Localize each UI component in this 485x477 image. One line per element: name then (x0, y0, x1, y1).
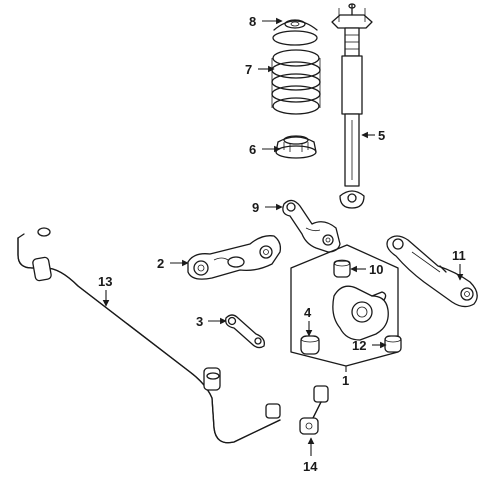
callout-8: 8 (249, 14, 256, 29)
lower-spring-seat (275, 135, 317, 159)
callout-6: 6 (249, 142, 256, 157)
knuckle (332, 285, 389, 341)
upper-spring-seat (272, 19, 318, 46)
callout-5: 5 (378, 128, 385, 143)
callout-10: 10 (369, 262, 383, 277)
coil-spring (271, 49, 321, 115)
leader-lines (102, 17, 464, 456)
callout-7: 7 (245, 62, 252, 77)
bushing-10 (333, 259, 351, 278)
bushing-4 (300, 335, 320, 355)
callout-14: 14 (303, 459, 318, 474)
callout-labels: 8 7 6 5 9 2 3 10 11 12 4 1 13 14 (98, 14, 466, 474)
bushing-12 (384, 335, 402, 353)
stabilizer-link (299, 385, 329, 435)
callout-3: 3 (196, 314, 203, 329)
callout-1: 1 (342, 373, 349, 388)
lower-control-arm (187, 235, 282, 280)
callout-4: 4 (304, 305, 312, 320)
callout-2: 2 (157, 256, 164, 271)
trailing-arm (386, 235, 478, 308)
shock-absorber (331, 3, 373, 209)
toe-link (225, 314, 265, 349)
callout-11: 11 (452, 248, 466, 263)
callout-13: 13 (98, 274, 112, 289)
callout-9: 9 (252, 200, 259, 215)
upper-control-arm (282, 199, 341, 253)
callout-12: 12 (352, 338, 366, 353)
stabilizer-bar (17, 227, 281, 444)
